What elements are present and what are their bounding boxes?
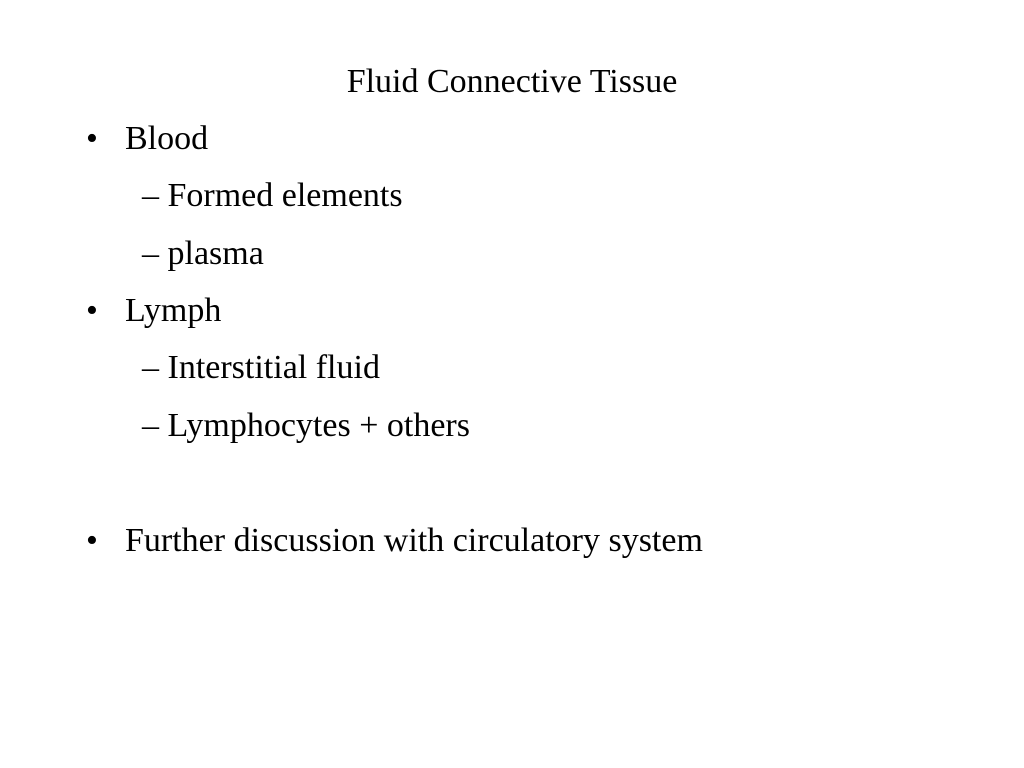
slide-title: Fluid Connective Tissue <box>346 63 678 100</box>
subitem-formed-elements: – Formed elements <box>142 177 403 214</box>
subitem-interstitial-fluid: – Interstitial fluid <box>142 349 380 386</box>
bullet-icon: • <box>86 120 98 157</box>
bullet-icon: • <box>86 522 98 559</box>
subitem-lymphocytes: – Lymphocytes + others <box>142 407 470 444</box>
bullet-icon: • <box>86 292 98 329</box>
bullet-item-further-discussion: Further discussion with circulatory syst… <box>125 522 703 559</box>
subitem-plasma: – plasma <box>142 235 264 272</box>
bullet-item-blood: Blood <box>125 120 209 157</box>
bullet-item-lymph: Lymph <box>125 292 222 329</box>
